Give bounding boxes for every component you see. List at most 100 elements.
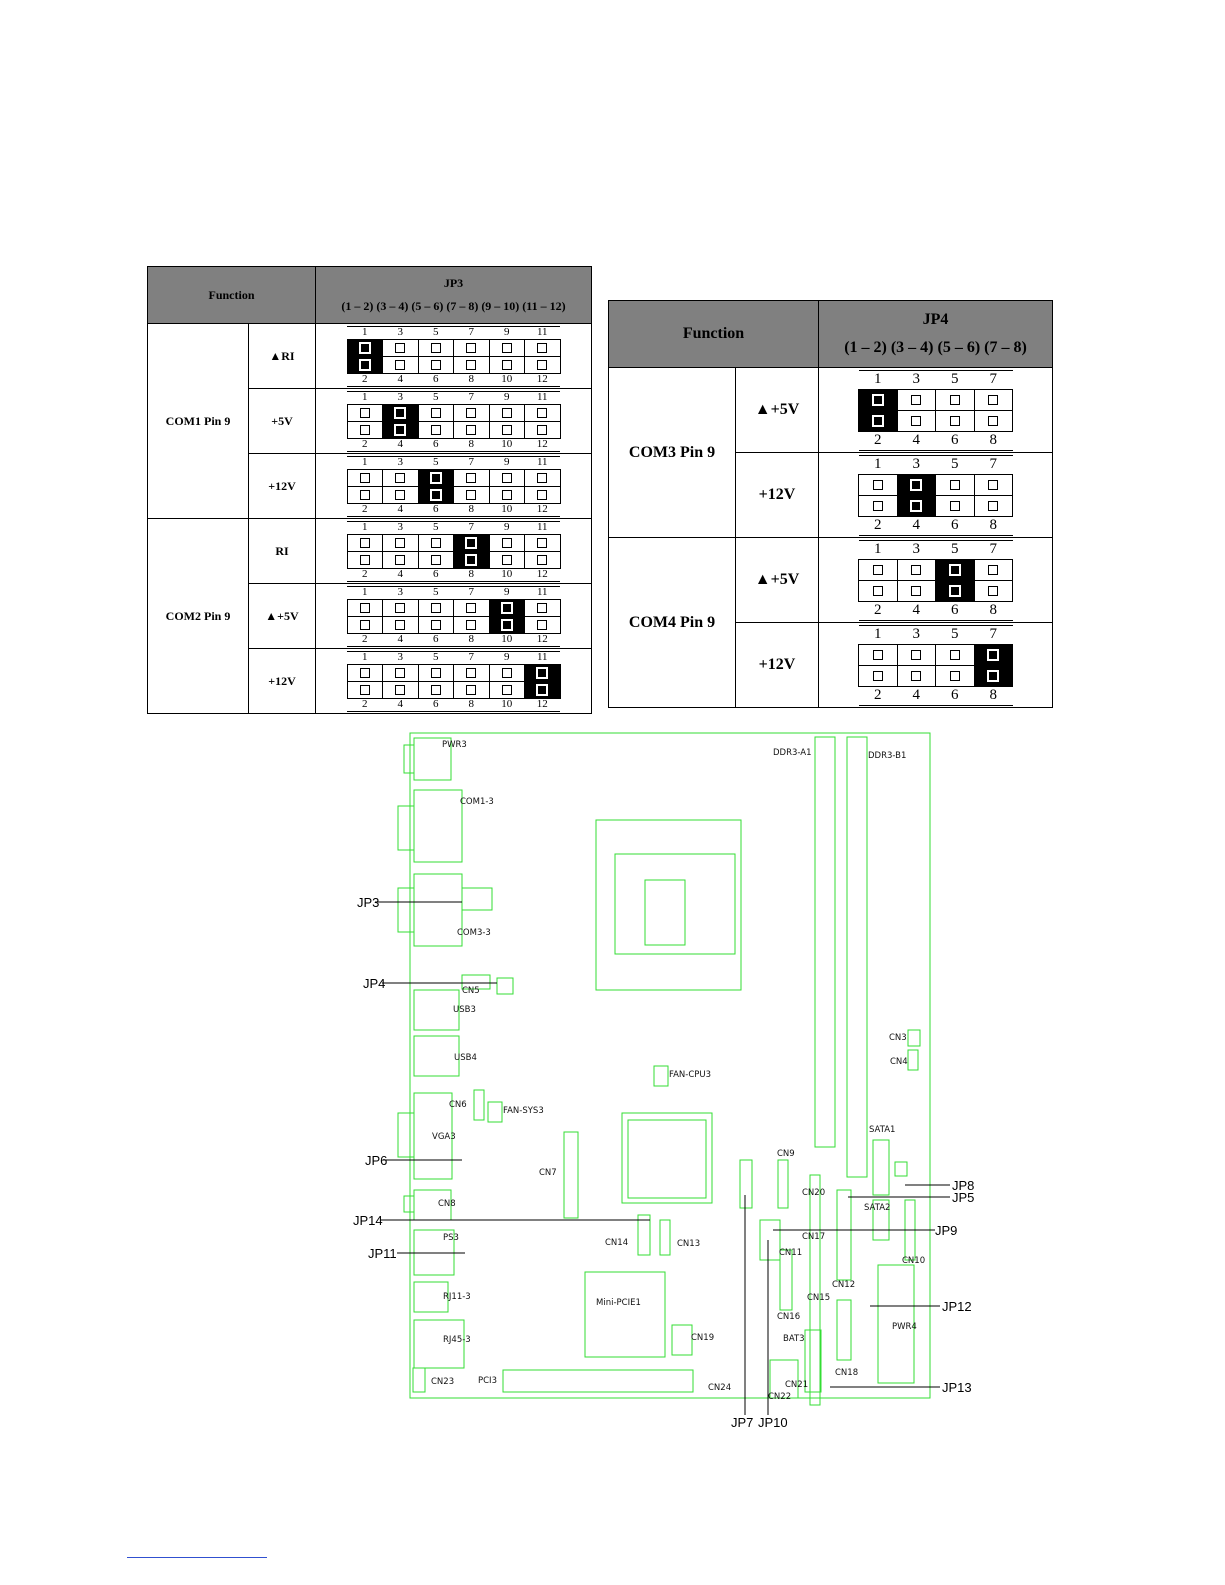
- pin-icon: [466, 359, 477, 370]
- component-label: RJ11-3: [443, 1292, 471, 1302]
- group-name: COM4 Pin 9: [628, 613, 716, 631]
- pin-icon: [988, 564, 999, 575]
- jumper-cap: [858, 409, 898, 432]
- pin-pairs: (1 – 2) (3 – 4) (5 – 6) (7 – 8) (9 – 10)…: [341, 298, 566, 313]
- component-label: CN24: [708, 1383, 732, 1393]
- pin-icon: [358, 358, 371, 371]
- pin: [453, 485, 490, 504]
- pin: [524, 403, 561, 422]
- pin-icon: [395, 537, 406, 548]
- component-label: CN19: [691, 1333, 715, 1343]
- pin: [346, 533, 383, 552]
- jp9-jp10-block: [759, 1219, 781, 1261]
- pin: [382, 663, 419, 682]
- setting-label: RI: [275, 543, 289, 558]
- cn16: [779, 1249, 793, 1311]
- pin-icon: [466, 407, 477, 418]
- rj11-connector: [413, 1281, 449, 1313]
- pin-icon: [359, 602, 370, 613]
- group-name: COM1 Pin 9: [165, 413, 231, 428]
- pin-icon: [537, 472, 548, 483]
- component-label: CN17: [802, 1232, 826, 1242]
- pin: [935, 494, 975, 517]
- component-label: COM3-3: [457, 928, 491, 938]
- pin-icon: [501, 472, 512, 483]
- cn21-cn22: [769, 1359, 799, 1399]
- setting-label: ▲+5V: [265, 608, 299, 623]
- jumper-callout: JP9: [935, 1223, 958, 1238]
- pin-icon: [466, 472, 477, 483]
- jumper-callout: JP7: [731, 1415, 754, 1430]
- component-label: PWR3: [442, 740, 467, 750]
- cn17-cn15: [809, 1174, 821, 1406]
- component-label: CN22: [768, 1392, 792, 1402]
- pin-icon: [537, 424, 548, 435]
- cn12: [836, 1189, 852, 1281]
- pin-icon: [537, 407, 548, 418]
- jumper-callout: JP12: [942, 1299, 972, 1314]
- group-name: COM3 Pin 9: [628, 443, 716, 461]
- com3-tab: [397, 887, 415, 933]
- pin-icon: [501, 554, 512, 565]
- cn8-tab: [403, 1195, 415, 1213]
- fan-sys3: [487, 1101, 503, 1123]
- pin-icon: [429, 488, 442, 501]
- pin-icon: [359, 619, 370, 630]
- pin: [488, 663, 525, 682]
- pin-icon: [537, 489, 548, 500]
- jumper-callout: JP14: [353, 1213, 383, 1228]
- cn3: [907, 1029, 921, 1047]
- pin-icon: [500, 618, 513, 631]
- usb3-connector: [413, 989, 460, 1031]
- pin-icon: [501, 359, 512, 370]
- pin-icon: [537, 602, 548, 613]
- pin-icon: [395, 359, 406, 370]
- setting-label: ▲+5V: [754, 401, 800, 418]
- component-label: PWR4: [892, 1322, 917, 1332]
- setting-label: +12V: [758, 656, 796, 673]
- pin-icon: [988, 394, 999, 405]
- pin: [417, 615, 454, 634]
- pin-icon: [430, 602, 441, 613]
- component-label: CN23: [431, 1377, 455, 1387]
- component-label: CN18: [835, 1368, 859, 1378]
- cpu-die: [644, 879, 686, 946]
- component-label: FAN-CPU3: [669, 1070, 712, 1080]
- pin-icon: [537, 619, 548, 630]
- com1-connector: [413, 789, 463, 863]
- pin-icon: [395, 684, 406, 695]
- jumper-cap: [935, 558, 975, 581]
- pin-icon: [911, 415, 922, 426]
- pin-icon: [871, 393, 884, 406]
- cpu-socket: [595, 819, 742, 991]
- pin-icon: [949, 479, 960, 490]
- jumper-callout: JP3: [357, 895, 380, 910]
- pin: [973, 473, 1013, 496]
- component-label: USB4: [454, 1053, 477, 1063]
- vga3-tab: [397, 1112, 415, 1158]
- setting-label: ▲+5V: [754, 571, 800, 588]
- pin-icon: [536, 666, 549, 679]
- pin-icon: [501, 342, 512, 353]
- mini-pcie1: [584, 1271, 666, 1358]
- setting-label: +12V: [758, 486, 796, 503]
- cn19: [671, 1324, 693, 1356]
- jumper-cap: [973, 664, 1013, 687]
- pin: [453, 468, 490, 487]
- component-label: CN15: [807, 1293, 831, 1303]
- pin-icon: [359, 424, 370, 435]
- component-label: CN6: [449, 1100, 467, 1110]
- pwr4: [877, 1264, 915, 1384]
- jp3-header: [461, 887, 493, 911]
- cn7-header: [563, 1131, 579, 1219]
- component-label: CN5: [462, 986, 480, 996]
- jumper-cap: [488, 598, 525, 617]
- component-label: BAT3: [783, 1334, 805, 1344]
- component-label: CN20: [802, 1188, 826, 1198]
